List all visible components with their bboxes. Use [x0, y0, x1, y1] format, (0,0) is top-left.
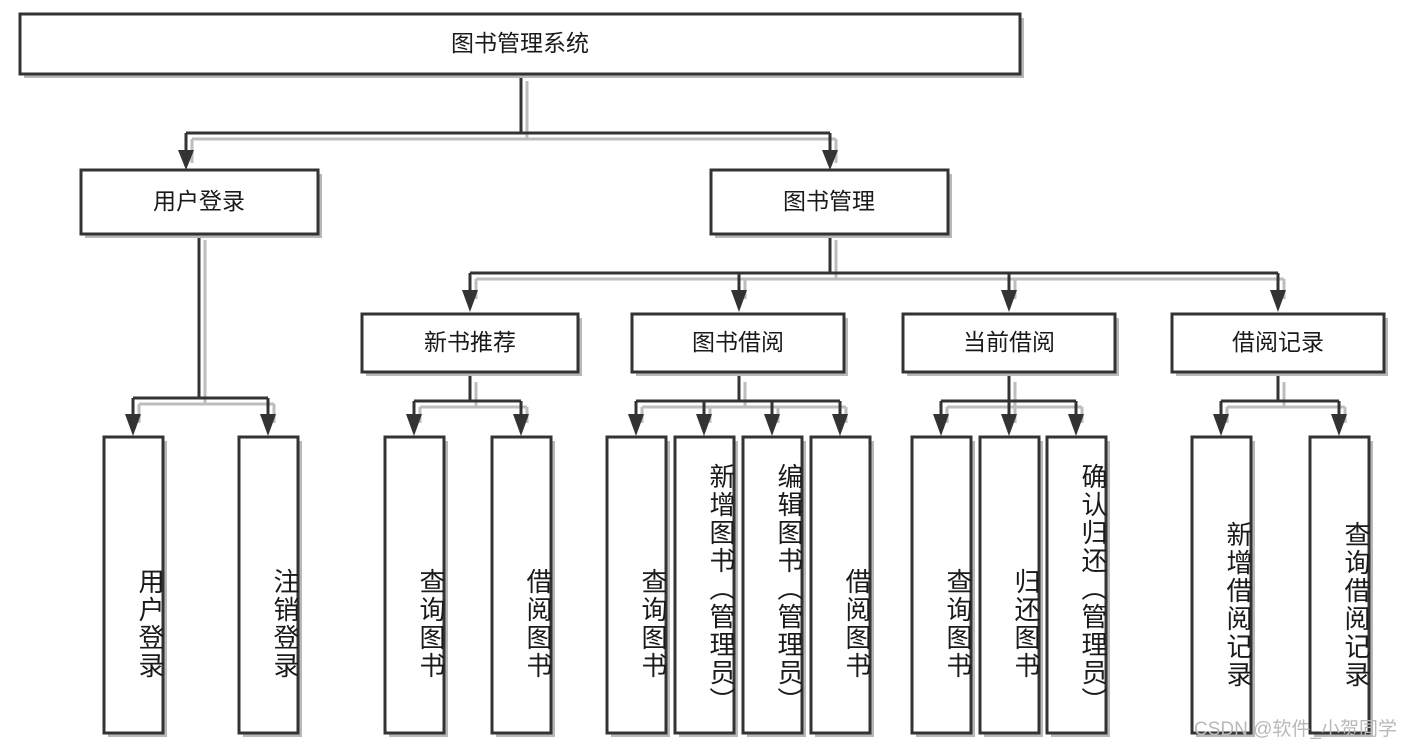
- arrow-head-icon: [832, 414, 848, 436]
- node-newbook-label: 新书推荐: [424, 329, 516, 355]
- node-root-label: 图书管理系统: [451, 30, 589, 56]
- arrow-head-icon: [696, 414, 712, 436]
- node-leaf-10[interactable]: [978, 435, 1043, 737]
- arrow-head-icon: [178, 150, 194, 170]
- arrow-head-icon: [1001, 414, 1017, 436]
- node-leaf-1[interactable]: [102, 435, 167, 737]
- arrow-head-icon: [462, 290, 478, 312]
- node-leaf-3[interactable]: [383, 435, 448, 737]
- node-leaf-6[interactable]: [673, 435, 738, 737]
- arrow-head-icon: [1331, 414, 1347, 436]
- arrow-head-icon: [260, 414, 276, 436]
- connector-login-to-leaves: [125, 234, 276, 436]
- leaf-boxes: [102, 435, 1373, 737]
- node-leaf-2[interactable]: [237, 435, 302, 737]
- node-current-label: 当前借阅: [963, 329, 1055, 355]
- arrow-head-icon: [1270, 290, 1286, 312]
- node-leaf-13[interactable]: [1308, 435, 1373, 737]
- arrow-head-icon: [125, 414, 141, 436]
- csdn-watermark: CSDN @软件_小贺同学: [1194, 719, 1397, 740]
- connector-bookmgmt-to-level3: [462, 234, 1286, 312]
- node-leaf-9[interactable]: [910, 435, 975, 737]
- node-leaf-8[interactable]: [809, 435, 874, 737]
- arrow-head-icon: [406, 414, 422, 436]
- node-borrow-label: 图书借阅: [692, 329, 784, 355]
- arrow-head-icon: [822, 150, 838, 170]
- node-leaf-7[interactable]: [741, 435, 806, 737]
- node-login[interactable]: 用户登录: [79, 168, 322, 238]
- node-record[interactable]: 借阅记录: [1170, 312, 1388, 376]
- node-leaf-5[interactable]: [605, 435, 670, 737]
- node-leaf-12[interactable]: [1190, 435, 1255, 737]
- node-login-label: 用户登录: [153, 188, 245, 214]
- arrow-head-icon: [731, 290, 747, 312]
- arrow-head-icon: [513, 414, 529, 436]
- node-newbook[interactable]: 新书推荐: [360, 312, 582, 376]
- node-leaf-11[interactable]: [1045, 435, 1110, 737]
- connector-root-to-level2: [178, 75, 838, 170]
- node-record-label: 借阅记录: [1232, 329, 1324, 355]
- connector-newbook-to-leaves: [406, 376, 529, 436]
- arrow-head-icon: [764, 414, 780, 436]
- connector-current-to-leaves: [933, 376, 1084, 436]
- arrow-head-icon: [628, 414, 644, 436]
- arrow-head-icon: [933, 414, 949, 436]
- node-current[interactable]: 当前借阅: [901, 312, 1119, 376]
- arrow-head-icon: [1001, 290, 1017, 312]
- node-bookmgmt-label: 图书管理: [783, 188, 875, 214]
- arrow-head-icon: [1068, 414, 1084, 436]
- node-bookmgmt[interactable]: 图书管理: [709, 168, 952, 238]
- arrow-head-icon: [1213, 414, 1229, 436]
- node-leaf-4[interactable]: [490, 435, 555, 737]
- node-root[interactable]: 图书管理系统: [18, 12, 1024, 78]
- node-borrow[interactable]: 图书借阅: [630, 312, 848, 376]
- connector-record-to-leaves: [1213, 376, 1347, 436]
- connector-borrow-to-leaves: [628, 376, 848, 436]
